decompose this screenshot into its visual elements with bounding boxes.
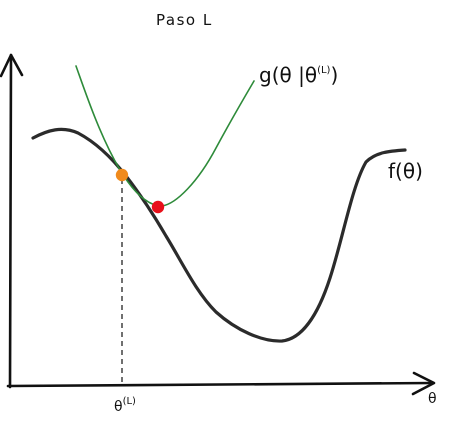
theta-l-superscript: (L) <box>123 396 136 407</box>
g-curve <box>75 65 255 207</box>
x-axis-label: θ <box>428 391 437 407</box>
g-label-close: ) <box>330 63 338 87</box>
f-curve <box>31 127 407 343</box>
axes <box>0 53 436 396</box>
theta-l-tick-label: θ(L) <box>114 396 136 415</box>
g-minimum-point <box>151 200 165 214</box>
g-label: g(θ |θ(L)) <box>259 63 338 87</box>
theta-l-main: θ <box>114 399 123 415</box>
y-axis <box>8 53 13 389</box>
y-axis-arrowhead <box>0 53 24 78</box>
g-label-superscript: (L) <box>317 65 330 76</box>
g-label-main: g(θ |θ <box>259 63 317 87</box>
x-axis-arrowhead <box>411 371 436 396</box>
x-axis <box>6 381 435 388</box>
diagram-title: Paso L <box>156 11 213 29</box>
f-label: f(θ) <box>388 159 423 183</box>
contact-point <box>115 168 129 182</box>
